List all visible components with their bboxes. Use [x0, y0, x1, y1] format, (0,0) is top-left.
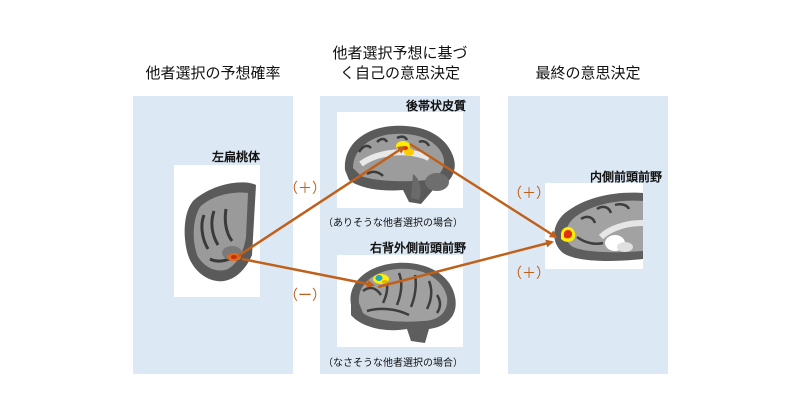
sign-pcc-to-mpfc: （＋） — [508, 186, 550, 202]
label-posterior-cingulate: 後帯状皮質 — [406, 99, 467, 113]
brain-image-amygdala — [174, 165, 260, 297]
sign-dlpfc-to-mpfc: （＋） — [508, 266, 550, 282]
sign-amygdala-to-dlpfc: （ー） — [284, 288, 326, 304]
label-medial-pfc: 内側前頭前野 — [590, 170, 663, 184]
sign-amygdala-to-pcc: （＋） — [284, 181, 326, 197]
heading-final-decision: 最終の意思決定 — [535, 64, 641, 82]
heading-self-decision-line1: 他者選択予想に基づ — [332, 44, 468, 62]
caption-unlikely-choice: （なさそうな他者選択の場合） — [323, 358, 463, 369]
label-right-dlpfc: 右背外側前頭前野 — [370, 241, 467, 255]
heading-self-decision-line2: く自己の意思決定 — [339, 64, 460, 82]
brain-image-dlpfc — [337, 255, 463, 347]
caption-likely-choice: （ありそうな他者選択の場合） — [323, 218, 463, 229]
brain-image-pcc — [337, 112, 463, 208]
heading-other-choice-probability: 他者選択の予想確率 — [145, 64, 281, 82]
label-left-amygdala: 左扁桃体 — [212, 150, 261, 164]
brain-image-mpfc — [545, 183, 643, 269]
